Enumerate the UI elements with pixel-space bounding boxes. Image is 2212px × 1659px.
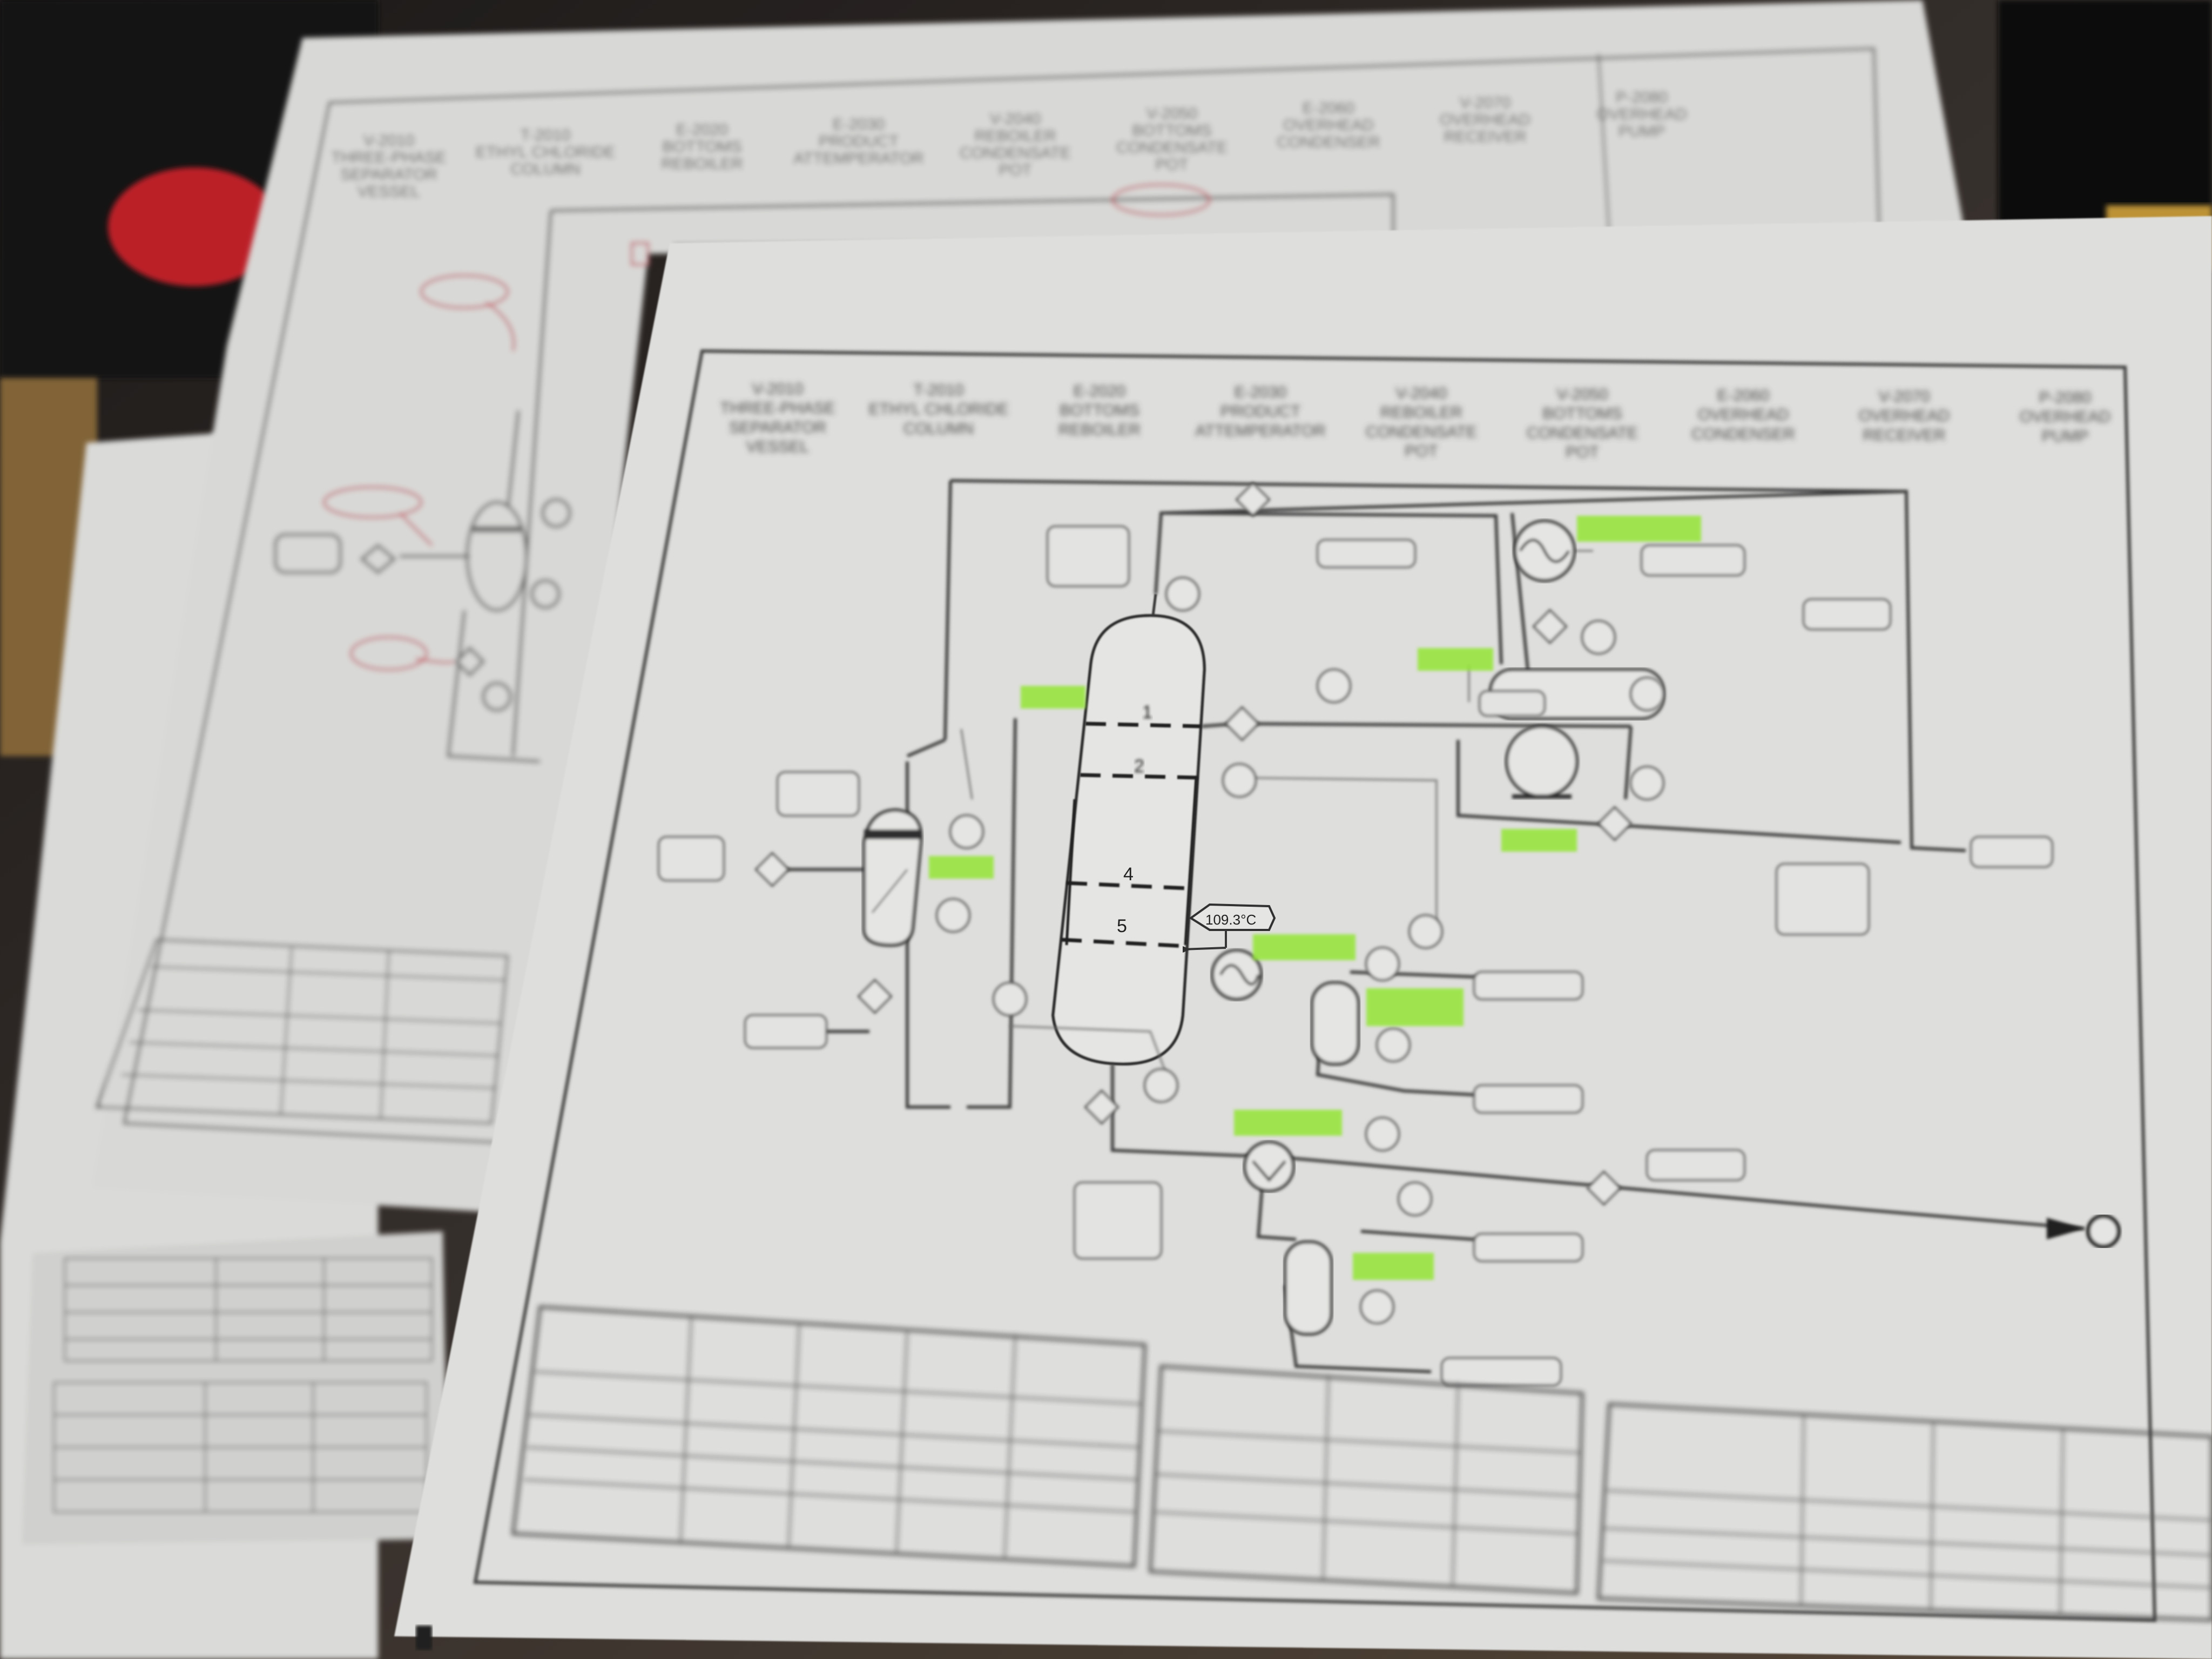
temperature-indicator: 109.3°C: [1182, 903, 1276, 953]
stream-callout: [744, 1014, 827, 1049]
control-valve: [1597, 806, 1633, 841]
instrument-bubble: [936, 898, 970, 933]
tray-label-2: 2: [1134, 756, 1144, 777]
highlight-mark: [1234, 1110, 1342, 1136]
instrument-bubble: [1398, 1182, 1432, 1216]
product-attemperator: [1243, 1141, 1295, 1192]
control-valve: [1224, 706, 1260, 741]
overhead-pump: [1505, 725, 1579, 799]
instrument-bubble: [1317, 669, 1351, 703]
ethyl-chloride-column: [1051, 594, 1206, 1066]
instrument-bubble: [1630, 677, 1664, 711]
stream-callout: [1641, 544, 1745, 576]
tray-downcomers: [1065, 777, 1198, 946]
instrument-bubble: [1630, 766, 1664, 800]
instrument-bubble: [993, 982, 1027, 1016]
highlight-mark: [1021, 686, 1085, 709]
tray-label-1: 1: [1142, 702, 1152, 723]
tray-label-4: 4: [1123, 864, 1134, 885]
back-flow-lines: [274, 193, 1395, 763]
reboiler-condensate-pot: [1311, 981, 1360, 1065]
instrument-bubble: [1222, 763, 1257, 798]
stream-callout: [1776, 863, 1870, 935]
bottoms-reboiler: [1211, 949, 1263, 1001]
highlight-mark: [1577, 516, 1701, 542]
instrument-bubble: [1360, 1290, 1394, 1324]
stream-callout: [1074, 1182, 1162, 1259]
instrument-bubble: [949, 814, 984, 849]
highlight-mark: [929, 856, 994, 879]
stream-callout: [1317, 539, 1416, 568]
stream-callout: [1047, 525, 1130, 587]
control-valve: [1586, 1170, 1622, 1206]
stream-callouts: [658, 525, 2053, 1386]
stream-callout: [658, 836, 725, 881]
column-trays: [1061, 721, 1202, 948]
control-valve: [857, 979, 893, 1014]
product-outlet: [2047, 1214, 2121, 1249]
instrument-bubble: [1365, 947, 1400, 981]
stream-callout: [777, 771, 860, 817]
tray-label-5: 5: [1117, 916, 1127, 936]
stream-callout: [1473, 971, 1583, 1000]
instrument-bubble: [1581, 620, 1616, 655]
stream-callout: [1970, 836, 2053, 868]
instrument-bubble: [1144, 1068, 1178, 1103]
red-object: [108, 167, 281, 286]
stream-callout: [1479, 690, 1546, 717]
instrument-bubble: [1365, 1117, 1400, 1151]
separator-vessel: [862, 808, 923, 947]
instrument-bubbles: [754, 482, 1664, 1324]
stream-callout: [1803, 598, 1891, 630]
back-red-markups: [323, 184, 1211, 671]
instrument-bubble: [1376, 1028, 1411, 1062]
temperature-readout: 109.3°C: [1205, 912, 1256, 928]
highlight-mark: [1418, 648, 1493, 671]
back-data-table: [96, 938, 509, 1125]
overhead-condenser: [1513, 520, 1576, 582]
highlight-mark: [1253, 934, 1355, 960]
stream-callout: [1646, 1149, 1745, 1181]
control-valve: [1235, 482, 1271, 517]
instrument-bubble: [1408, 914, 1443, 949]
bottoms-condensate-pot: [1284, 1240, 1333, 1336]
footer-logo: [416, 1626, 432, 1650]
control-valve: [754, 852, 790, 887]
front-data-tables: [511, 1305, 2212, 1622]
highlight-mark: [1366, 988, 1464, 1026]
highlight-mark: [1353, 1253, 1434, 1280]
control-valve: [1532, 609, 1568, 644]
highlight-mark: [1501, 829, 1577, 852]
control-valve: [1084, 1089, 1120, 1125]
stream-callout: [1441, 1357, 1562, 1386]
stream-callout: [1473, 1233, 1583, 1262]
left-data-table: [53, 1257, 433, 1513]
stream-callout: [1473, 1084, 1583, 1114]
highlighted-tags: [929, 516, 1701, 1280]
instrument-bubble: [1165, 577, 1200, 611]
